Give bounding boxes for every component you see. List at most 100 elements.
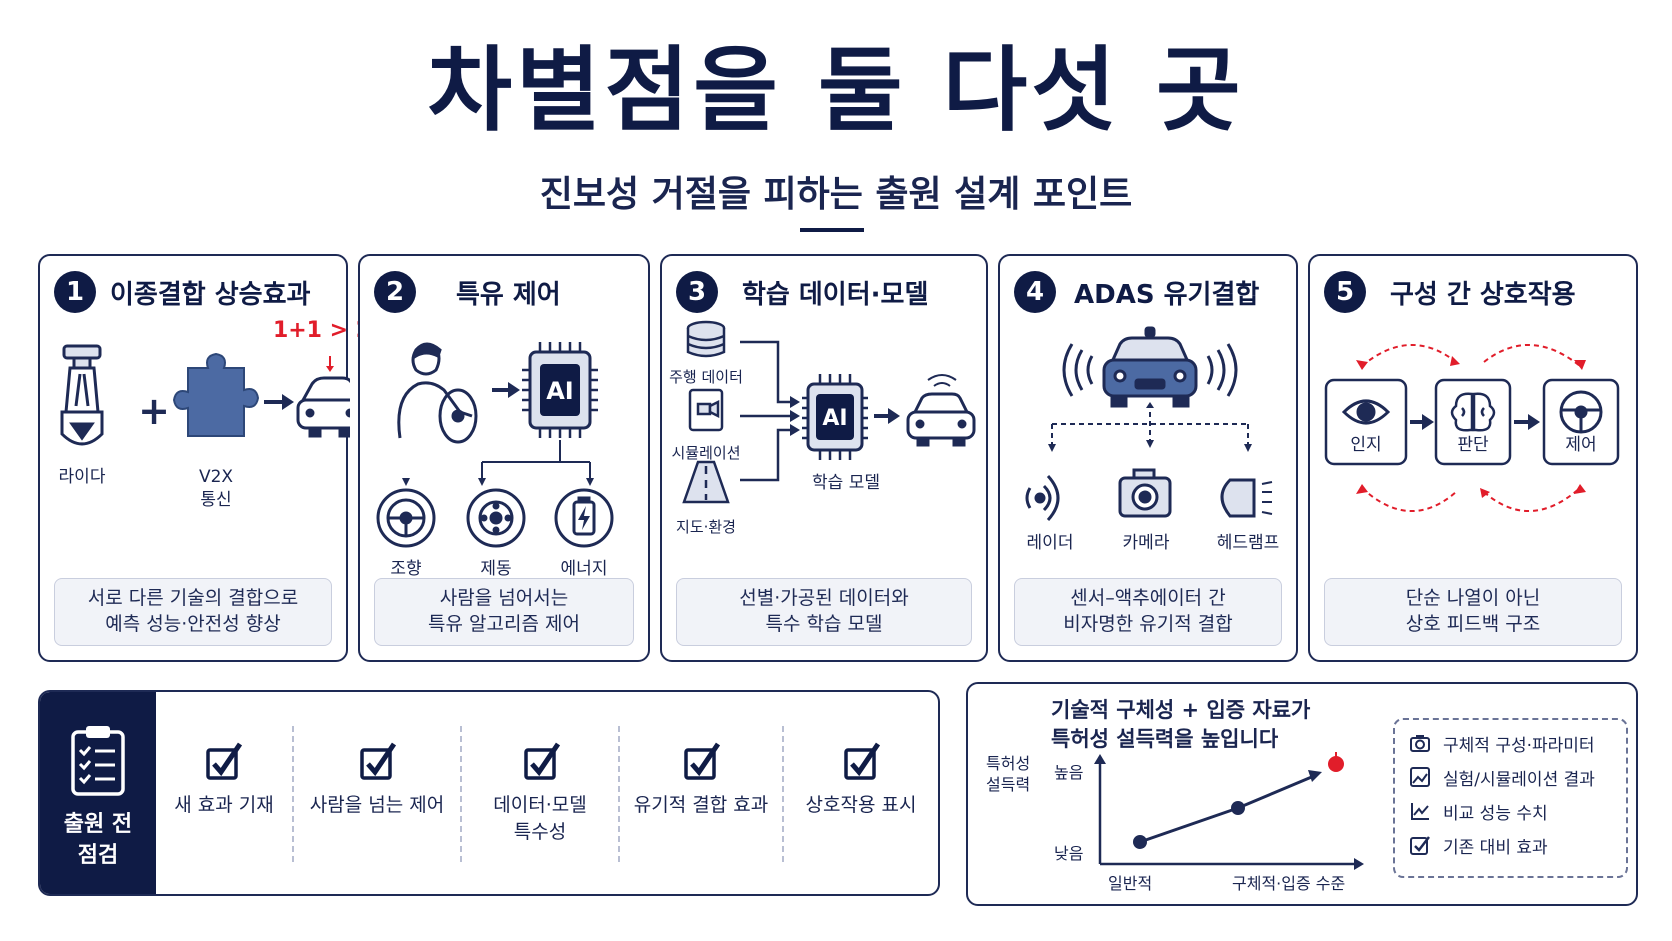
checklist-item-label: 유기적 결합 효과 bbox=[633, 794, 769, 816]
card-header: 4 ADAS 유기결합 bbox=[1014, 270, 1286, 314]
checklist-item-label: 새 효과 기재 bbox=[174, 794, 274, 816]
eye-icon bbox=[1341, 399, 1391, 425]
connected-car-icon bbox=[906, 374, 976, 447]
card-header: 3 학습 데이터·모델 bbox=[676, 270, 976, 314]
card-description: 선별·가공된 데이터와 특수 학습 모델 bbox=[676, 578, 972, 646]
evidence-item-label: 기존 대비 효과 bbox=[1443, 837, 1548, 858]
checklist-item: 상호작용 표시 bbox=[784, 692, 938, 894]
interaction-diagram bbox=[1324, 343, 1620, 513]
card-number: 2 bbox=[374, 271, 416, 313]
card-description: 센서–액추에이터 간 비자명한 유기적 결합 bbox=[1014, 578, 1282, 646]
braking-label: 제동 bbox=[480, 559, 512, 579]
checkbox-checked-icon bbox=[524, 742, 561, 780]
desc-line: 센서–액추에이터 간 bbox=[1070, 587, 1226, 610]
evidence-title: 기술적 구체성 + 입증 자료가 특허성 설득력을 높입니다 bbox=[1051, 696, 1310, 755]
divider bbox=[460, 726, 462, 862]
feedback-arcs bbox=[1361, 343, 1581, 513]
puzzle-icon bbox=[172, 352, 260, 437]
card-description: 단순 나열이 아닌 상호 피드백 구조 bbox=[1324, 578, 1622, 646]
evidence-item-label: 구체적 구성·파라미터 bbox=[1443, 735, 1595, 756]
card-number: 4 bbox=[1014, 271, 1056, 313]
trend-graph bbox=[1094, 752, 1364, 870]
trend-point bbox=[1133, 835, 1147, 849]
signal-waves-right-icon bbox=[1206, 343, 1238, 397]
ai-chip-icon: AI bbox=[802, 374, 868, 460]
clipboard-icon bbox=[71, 726, 125, 796]
evidence-item: 구체적 구성·파라미터 bbox=[1409, 728, 1595, 758]
desc-line: 상호 피드백 구조 bbox=[1405, 613, 1541, 635]
signal-waves-left-icon bbox=[1062, 343, 1094, 397]
y-axis-high-label: 높음 bbox=[1054, 763, 1084, 782]
checklist-title: 출원 전 점검 bbox=[40, 810, 156, 872]
evidence-panel: 기술적 구체성 + 입증 자료가 특허성 설득력을 높입니다 특허성 설득력 높… bbox=[966, 682, 1638, 906]
checklist-item: 데이터·모델 특수성 bbox=[462, 692, 618, 894]
card-adas-integration: 4 ADAS 유기결합 bbox=[998, 254, 1298, 662]
card-title: ADAS 유기결합 bbox=[1074, 279, 1260, 310]
y-axis-low-label: 낮음 bbox=[1054, 844, 1084, 863]
trend-point-highlight bbox=[1328, 756, 1344, 772]
evidence-item: 실험/시뮬레이션 결과 bbox=[1409, 762, 1595, 792]
lidar-label: 라이다 bbox=[58, 467, 106, 487]
headlamp-label: 헤드램프 bbox=[1216, 533, 1280, 553]
headlamp-icon bbox=[1220, 478, 1273, 518]
checklist-item: 새 효과 기재 bbox=[156, 692, 292, 894]
checklist-title-line: 출원 전 bbox=[63, 812, 133, 837]
checklist-title-line: 점검 bbox=[77, 842, 119, 868]
arrow-right-icon bbox=[1410, 414, 1540, 430]
x-axis-low-label: 일반적 bbox=[1108, 874, 1153, 893]
energy-label: 에너지 bbox=[560, 559, 608, 579]
simulation-icon bbox=[688, 388, 724, 432]
arrow-right-icon bbox=[492, 382, 520, 398]
trend-line bbox=[1139, 774, 1315, 844]
evidence-item: 기존 대비 효과 bbox=[1409, 830, 1548, 860]
desc-line: 특수 학습 모델 bbox=[765, 613, 883, 635]
card-header: 1 이종결합 상승효과 bbox=[54, 270, 336, 314]
evidence-item-label: 비교 성능 수치 bbox=[1443, 803, 1548, 824]
card-number: 5 bbox=[1324, 271, 1366, 313]
desc-line: 선별·가공된 데이터와 bbox=[739, 587, 909, 610]
synergy-down-arrow bbox=[326, 356, 334, 372]
brake-disc-icon bbox=[466, 488, 526, 548]
pre-filing-checklist: 출원 전 점검 새 효과 기재 사람을 넘는 제어 bbox=[38, 690, 940, 896]
checklist-side-panel: 출원 전 점검 bbox=[40, 692, 156, 894]
y-axis-label: 특허성 설득력 bbox=[986, 754, 1031, 794]
map-environment-label: 지도·환경 bbox=[676, 518, 736, 536]
card-title: 학습 데이터·모델 bbox=[742, 279, 929, 310]
card-header: 2 특유 제어 bbox=[374, 270, 638, 314]
card-header: 5 구성 간 상호작용 bbox=[1324, 270, 1626, 314]
checklist-item: 사람을 넘는 제어 bbox=[294, 692, 460, 894]
card-number: 1 bbox=[54, 271, 96, 313]
v2x-label-line1: V2X bbox=[198, 467, 234, 487]
camera-label: 카메라 bbox=[1122, 533, 1170, 553]
checkbox-icon bbox=[1410, 836, 1430, 855]
checkbox-checked-icon bbox=[844, 742, 881, 780]
card-specific-control: 2 특유 제어 bbox=[358, 254, 650, 662]
ai-chip-icon: AI bbox=[522, 342, 598, 438]
card-illustration: 레이더 카메라 헤드램프 bbox=[1000, 316, 1296, 586]
synergy-diagram: + bbox=[60, 344, 350, 446]
card-training-data-model: 3 학습 데이터·모델 bbox=[660, 254, 988, 662]
arrow-right-icon bbox=[264, 394, 294, 410]
data-flow-arrows bbox=[740, 340, 792, 482]
card-title: 구성 간 상호작용 bbox=[1390, 279, 1576, 310]
divider bbox=[782, 726, 784, 862]
adas-diagram bbox=[1025, 326, 1273, 522]
card-illustration: + bbox=[40, 316, 372, 586]
synergy-label: 1+1 > 2 bbox=[272, 318, 372, 343]
divider bbox=[618, 726, 620, 862]
card-description: 사람을 넘어서는 특유 알고리즘 제어 bbox=[374, 578, 634, 646]
card-illustration: 인지 판단 제어 bbox=[1310, 316, 1636, 586]
evidence-title-line: 특허성 설득력을 높입니다 bbox=[1051, 727, 1279, 752]
checklist-item-label: 상호작용 표시 bbox=[805, 794, 917, 816]
ai-chip-text: AI bbox=[546, 377, 574, 405]
checklist-item: 유기적 결합 효과 bbox=[620, 692, 782, 894]
training-model-label: 학습 모델 bbox=[812, 473, 880, 493]
card-title: 특유 제어 bbox=[456, 279, 561, 310]
data-model-diagram: AI bbox=[682, 320, 976, 504]
divider bbox=[292, 726, 294, 862]
steering-wheel-icon bbox=[376, 488, 436, 548]
card-heterogeneous-synergy: 1 이종결합 상승효과 + bbox=[38, 254, 372, 662]
card-illustration: AI 주행 데이터 시뮬레이션 지도·환 bbox=[662, 316, 986, 586]
simulation-label: 시뮬레이션 bbox=[671, 444, 741, 462]
